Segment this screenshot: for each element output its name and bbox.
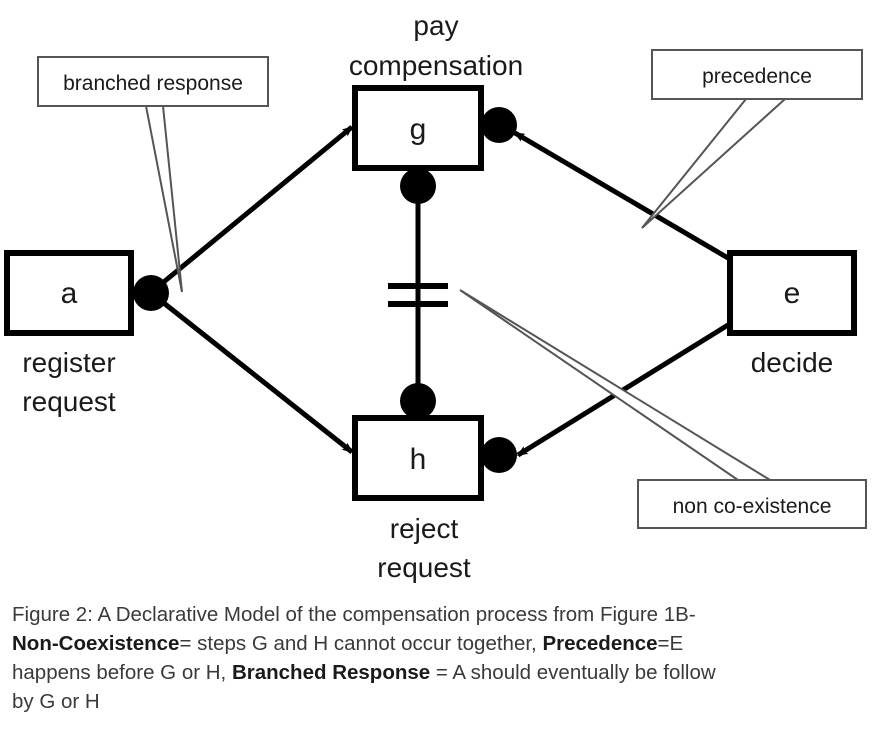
callout-precedence-label: precedence [702, 65, 812, 88]
edge-branched-response-a-h[interactable] [158, 298, 354, 454]
node-e[interactable]: e decide [727, 250, 857, 378]
figure-caption: Figure 2: A Declarative Model of the com… [12, 600, 732, 716]
node-a[interactable]: a register request [4, 250, 169, 417]
edge-line [158, 298, 354, 454]
node-g-caption-line1: pay [413, 10, 458, 41]
node-g[interactable]: g pay compensation [349, 10, 523, 204]
edge-line [513, 130, 730, 261]
caption-line3-prefix: together, [456, 632, 543, 655]
caption-term-response: Response [332, 661, 431, 684]
declarative-model-diagram: a register request g pay compensation h … [4, 10, 867, 583]
node-h[interactable]: h reject request [352, 383, 517, 583]
node-a-box [4, 250, 134, 336]
edge-precedence-e-g[interactable] [513, 130, 730, 261]
callout-branched-response-box [37, 56, 269, 107]
node-g-letter: g [410, 113, 427, 146]
node-a-constraint-dot [133, 275, 169, 311]
node-g-caption-line2: compensation [349, 50, 523, 81]
callout-non-co-existence[interactable]: non co-existence [459, 289, 867, 529]
caption-line2-mid: = steps G and H cannot occur [179, 632, 452, 655]
caption-term-non-coexistence: Non-Coexistence [12, 632, 180, 655]
edge-line [158, 125, 354, 287]
caption-line1: Figure 2: A Declarative Model of the com… [12, 603, 595, 626]
callout-precedence[interactable]: precedence [641, 49, 863, 229]
callout-branched-response[interactable]: branched response [37, 56, 269, 293]
node-h-constraint-dot-top [400, 383, 436, 419]
callout-branched-response-label: branched response [63, 72, 243, 95]
node-g-constraint-dot-right [481, 107, 517, 143]
caption-line4-rest: = A should eventually be follow by G or … [12, 661, 716, 713]
node-a-caption-line1: register [22, 347, 115, 378]
node-e-letter: e [784, 277, 801, 310]
node-g-constraint-dot-bottom [400, 168, 436, 204]
node-e-box [727, 250, 857, 336]
node-h-constraint-dot-right [481, 437, 517, 473]
node-h-caption-line2: request [377, 552, 471, 583]
callout-non-co-existence-label: non co-existence [673, 495, 832, 518]
edge-branched-response-a-g[interactable] [158, 125, 354, 287]
edge-non-co-existence-g-h[interactable] [388, 180, 448, 408]
caption-term-branched: Branched [231, 661, 327, 684]
node-a-letter: a [61, 277, 78, 310]
node-h-letter: h [410, 443, 427, 476]
caption-line3-mid: =E happens before G or H, [12, 632, 684, 684]
callout-non-co-existence-box [637, 479, 867, 529]
node-a-caption-line2: request [22, 386, 116, 417]
callout-precedence-box [651, 49, 863, 100]
caption-term-precedence: Precedence [542, 632, 658, 655]
node-e-caption-line1: decide [751, 347, 834, 378]
caption-line2-prefix: Figure 1B- [599, 603, 696, 626]
node-h-caption-line1: reject [390, 513, 459, 544]
